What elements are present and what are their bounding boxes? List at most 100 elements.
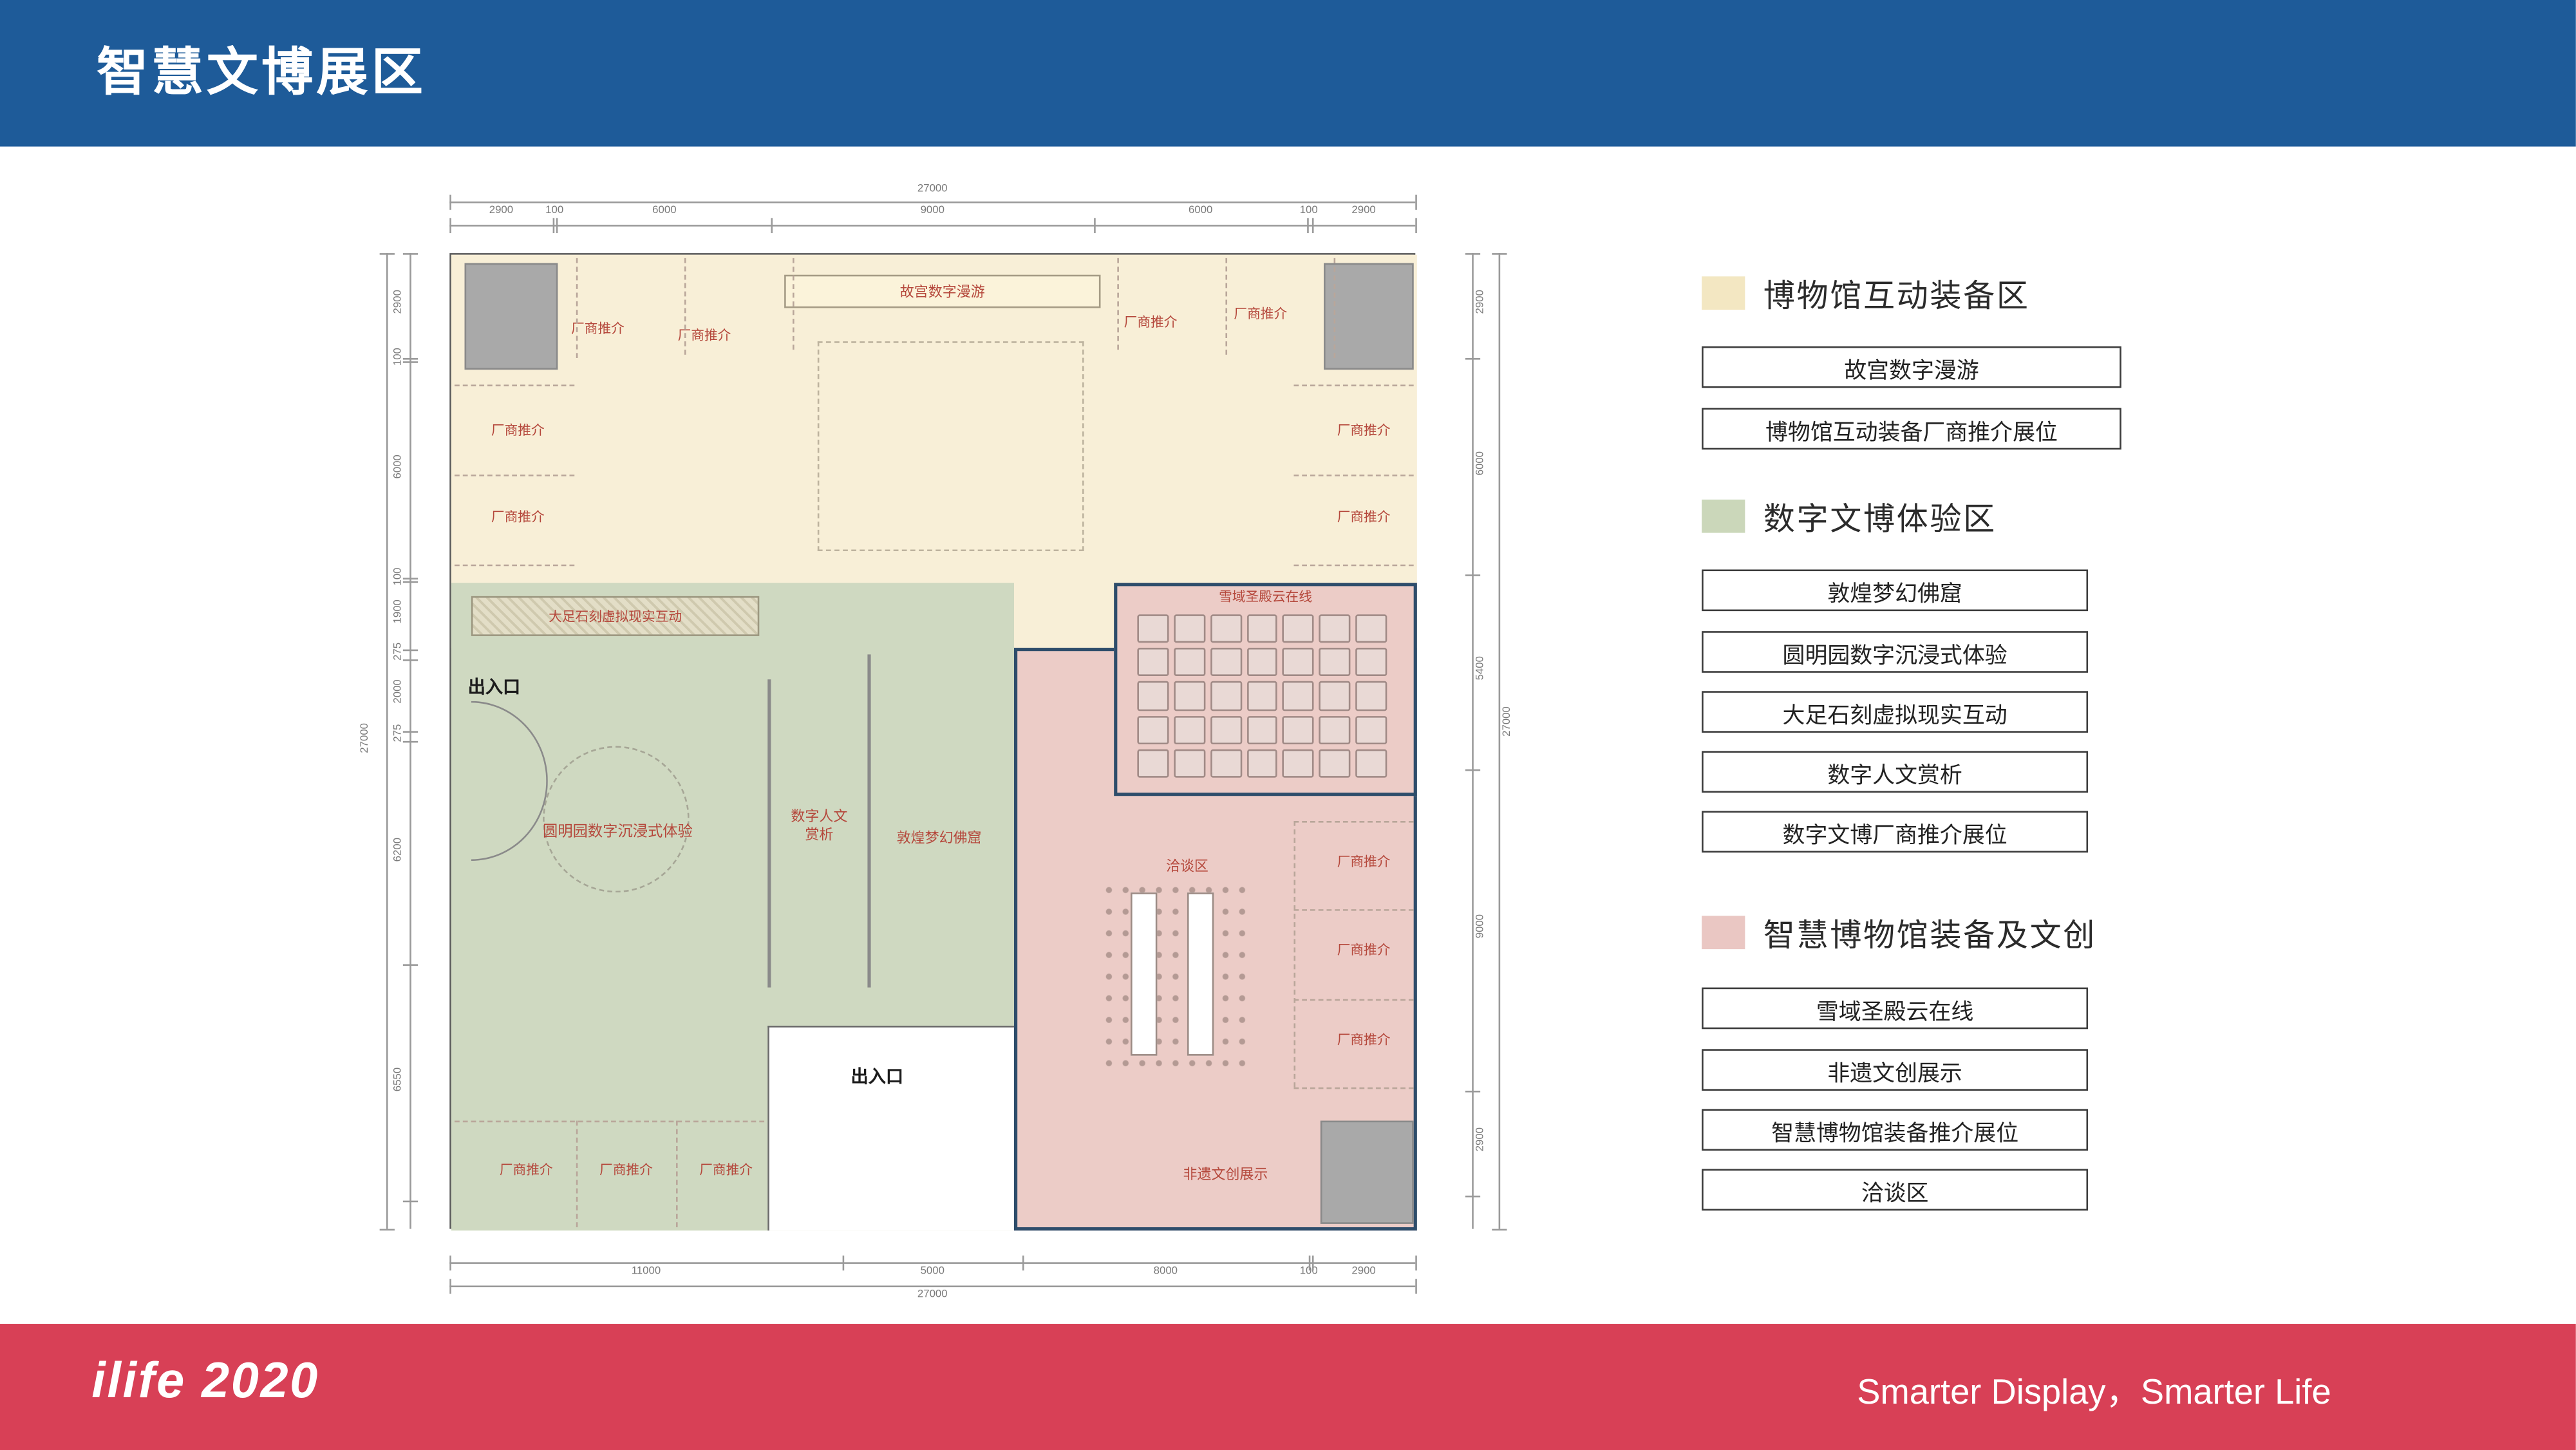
booth-divider — [455, 1120, 765, 1123]
vendor-booth-label: 厂商推介 — [1337, 422, 1391, 438]
meeting-tables — [1100, 879, 1254, 1071]
dimension-label: 27000 — [1501, 706, 1514, 737]
vendor-booth-label: 厂商推介 — [1337, 1032, 1391, 1048]
dimension-label: 8000 — [1153, 1265, 1178, 1277]
entrance-label: 出入口 — [467, 677, 521, 698]
dimension-label: 2900 — [1474, 1127, 1487, 1152]
legend-item: 数字文博厂商推介展位 — [1702, 811, 2089, 853]
dimension-label: 275 — [392, 724, 404, 742]
partition-wall — [867, 654, 870, 988]
booth-divider — [1117, 258, 1119, 350]
booth-divider — [1293, 820, 1414, 823]
vendor-booth-label: 厂商推介 — [491, 509, 545, 525]
dimension-label: 2900 — [1351, 205, 1376, 217]
vendor-booth-label: 厂商推介 — [491, 422, 545, 438]
dimension-line — [449, 225, 1416, 227]
booth-divider — [675, 1120, 678, 1228]
legend-title-text: 智慧博物馆装备及文创 — [1763, 918, 2097, 954]
dimension-label: 100 — [545, 205, 564, 217]
dimension-label: 2900 — [1474, 290, 1487, 314]
gugong-booth: 故宫数字漫游 — [784, 274, 1101, 308]
legend-item: 敦煌梦幻佛窟 — [1702, 569, 2089, 612]
legend-item: 圆明园数字沉浸式体验 — [1702, 631, 2089, 673]
yuanmingyuan-circle — [543, 746, 690, 893]
dimension-label: 27000 — [917, 183, 948, 195]
floor-plan: 故宫数字漫游 厂商推介 厂商推介 厂商推介 厂商推介 厂商推介 厂商推介 厂商推… — [449, 253, 1417, 1231]
dimension-line — [1472, 253, 1474, 1229]
legend-swatch — [1702, 916, 1745, 950]
gugong-label: 故宫数字漫游 — [899, 283, 985, 300]
dimension-label: 11000 — [631, 1265, 661, 1277]
vendor-booth-label: 厂商推介 — [1337, 509, 1391, 525]
xueyu-label: 雪域圣殿云在线 — [1219, 589, 1312, 605]
legend-item: 数字人文赏析 — [1702, 751, 2089, 793]
renwen-label: 数字人文 赏析 — [778, 807, 861, 843]
dimension-label: 6200 — [392, 837, 404, 862]
storage-block-bottom-right — [1320, 1120, 1414, 1224]
booth-divider — [1293, 564, 1414, 567]
table — [1131, 892, 1158, 1056]
dimension-label: 100 — [392, 348, 404, 366]
storage-block-top-right — [1324, 263, 1414, 370]
vendor-booth-label: 厂商推介 — [1234, 306, 1288, 322]
dimension-label: 9000 — [920, 205, 945, 217]
booth-divider — [1333, 258, 1336, 359]
dimension-line — [449, 201, 1416, 203]
dimension-line — [386, 253, 388, 1229]
booth-divider — [684, 258, 686, 355]
dimension-label: 9000 — [1474, 914, 1487, 939]
center-dashed-area — [817, 341, 1084, 552]
dimension-label: 2900 — [392, 290, 404, 314]
vendor-booth-label: 厂商推介 — [699, 1162, 753, 1178]
dimension-label: 6550 — [392, 1067, 404, 1092]
dimension-label: 6000 — [392, 455, 404, 479]
qiatan-label: 洽谈区 — [1165, 857, 1208, 874]
storage-block-top-left — [464, 263, 558, 370]
seating-grid — [1137, 614, 1387, 778]
dimension-line — [1498, 253, 1501, 1229]
yuanmingyuan-label: 圆明园数字沉浸式体验 — [543, 822, 693, 840]
dimension-label: 27000 — [359, 722, 371, 753]
booth-divider — [455, 475, 575, 476]
zone-museum-interactive — [451, 254, 1417, 648]
dunhuang-label: 敦煌梦幻佛窟 — [896, 829, 982, 846]
legend-item: 博物馆互动装备厂商推介展位 — [1702, 408, 2121, 450]
partition-wall — [767, 679, 771, 988]
vendor-booth-label: 厂商推介 — [677, 328, 731, 343]
booth-divider — [1293, 1087, 1414, 1089]
renwen-line1: 数字人文 — [791, 807, 848, 825]
booth-divider — [1293, 384, 1414, 386]
legend-item: 雪域圣殿云在线 — [1702, 987, 2089, 1030]
dimension-label: 27000 — [917, 1288, 948, 1301]
booth-divider — [455, 384, 575, 386]
booth-divider — [1293, 999, 1414, 1001]
legend-item: 智慧博物馆装备推介展位 — [1702, 1109, 2089, 1151]
legend-swatch — [1702, 276, 1745, 310]
dimension-label: 5400 — [1474, 656, 1487, 681]
exit-area — [767, 1026, 1014, 1231]
vendor-booth-label: 厂商推介 — [571, 321, 625, 337]
legend-group-title: 博物馆互动装备区 — [1702, 273, 2030, 314]
vendor-booth-label: 厂商推介 — [499, 1162, 553, 1178]
vendor-booth-label: 厂商推介 — [1337, 854, 1391, 869]
legend-item: 非遗文创展示 — [1702, 1049, 2089, 1091]
feiyi-label: 非遗文创展示 — [1183, 1165, 1268, 1183]
booth-divider — [1293, 909, 1414, 911]
dimension-line — [449, 1285, 1416, 1288]
dimension-label: 6000 — [1188, 205, 1213, 217]
booth-divider — [576, 258, 578, 359]
exit-label: 出入口 — [851, 1067, 904, 1088]
dimension-line — [449, 1262, 1416, 1264]
dimension-line — [409, 253, 411, 1229]
footer-bar: ilife 2020 Smarter Display，Smarter Life — [0, 1324, 2576, 1450]
legend-item: 大足石刻虚拟现实互动 — [1702, 691, 2089, 733]
footer-slogan: Smarter Display，Smarter Life — [1857, 1373, 2331, 1413]
dazu-label: 大足石刻虚拟现实互动 — [549, 608, 682, 624]
dimension-label: 2900 — [1351, 1265, 1376, 1277]
dimension-label: 6000 — [652, 205, 677, 217]
legend-item: 洽谈区 — [1702, 1169, 2089, 1211]
legend-group-title: 数字文博体验区 — [1702, 496, 1997, 537]
legend-item: 故宫数字漫游 — [1702, 346, 2121, 388]
dazu-booth: 大足石刻虚拟现实互动 — [471, 596, 760, 636]
